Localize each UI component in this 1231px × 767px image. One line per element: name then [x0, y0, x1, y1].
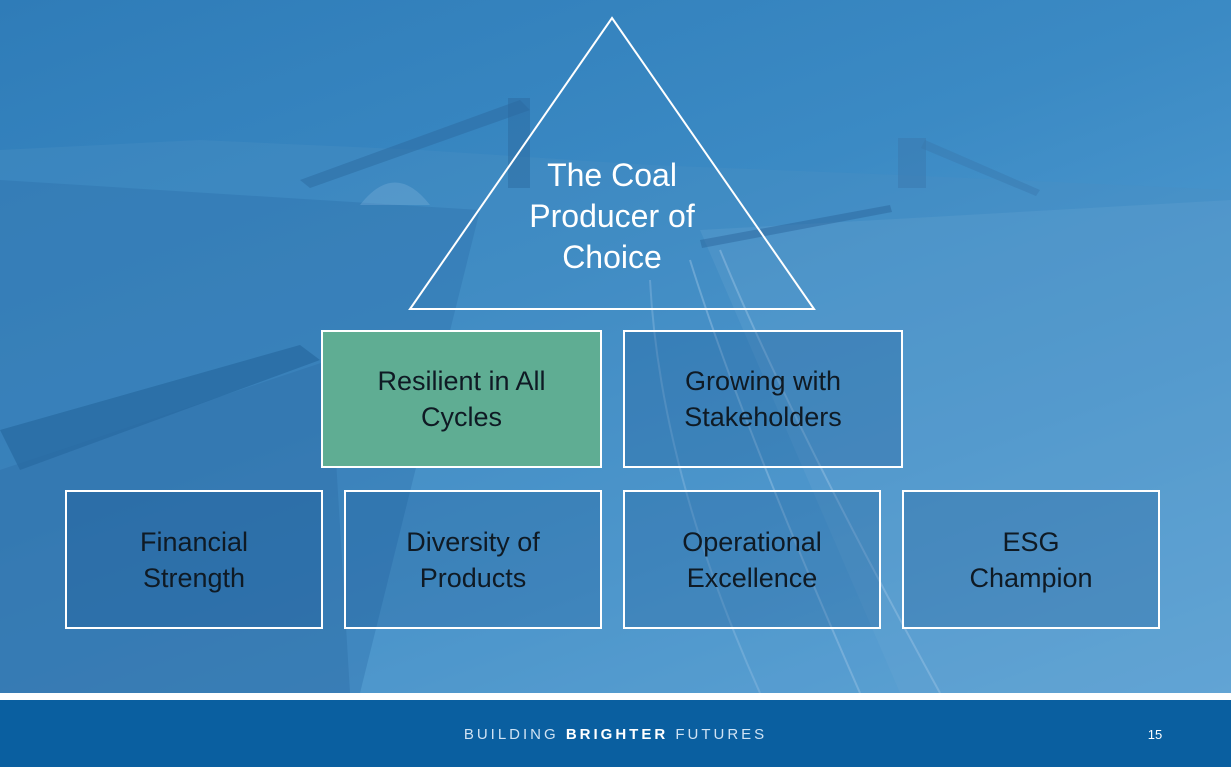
tagline-futures: FUTURES: [668, 726, 768, 743]
pillar-label: Growing with Stakeholders: [684, 366, 842, 432]
tagline-brighter: BRIGHTER: [565, 726, 669, 743]
page-number: 15: [1147, 727, 1163, 742]
foundation-label: Operational Excellence: [682, 526, 822, 593]
apex-text: The Coal Producer of Choice: [529, 157, 695, 275]
footer-bar: BUILDING BRIGHTER FUTURES 15: [0, 700, 1231, 767]
apex-triangle: [408, 16, 816, 310]
pillar-resilient-in-all-cycles: Resilient in All Cycles: [321, 330, 602, 468]
footer-divider: [0, 693, 1231, 700]
foundation-label: ESG Champion: [969, 526, 1093, 593]
footer-tagline: BUILDING BRIGHTER FUTURES: [0, 726, 1231, 743]
rail-yard-illustration: [0, 98, 1231, 693]
tagline-building: BUILDING: [463, 726, 566, 743]
foundation-label: Financial Strength: [139, 526, 249, 593]
foundation-diversity-of-products: Diversity of Products: [344, 490, 602, 629]
pillar-growing-with-stakeholders: Growing with Stakeholders: [623, 330, 903, 468]
foundation-financial-strength: Financial Strength: [65, 490, 323, 629]
foundation-label: Diversity of Products: [406, 526, 540, 593]
pillar-label: Resilient in All Cycles: [377, 366, 546, 432]
foundation-esg-champion: ESG Champion: [902, 490, 1160, 629]
background-photo: [0, 0, 1231, 693]
apex-label: The Coal Producer of Choice: [490, 155, 734, 278]
foundation-operational-excellence: Operational Excellence: [623, 490, 881, 629]
